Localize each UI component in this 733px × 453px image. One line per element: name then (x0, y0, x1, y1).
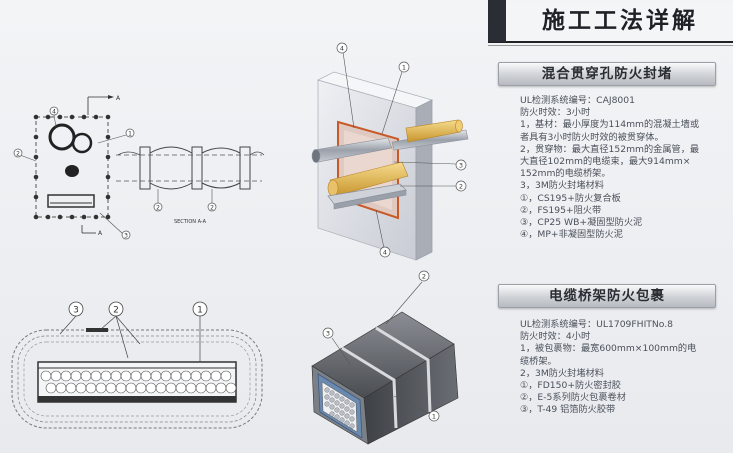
tray-outline (47, 194, 95, 208)
cable-bundle (65, 165, 79, 177)
callout-label: 1 (402, 64, 406, 72)
text-line: 大直径102mm的电缆束，最大914mm× (520, 156, 691, 168)
title-rule (488, 45, 733, 46)
cable-row-top (40, 370, 232, 382)
title-accent-bar (488, 0, 506, 42)
tray-body (37, 361, 237, 403)
section-view: 2 2 SECTION A-A (116, 146, 265, 225)
text-line: ④，MP+非凝固型防火泥 (520, 229, 623, 241)
section2-text: UL检测系统编号：UL1709FHITNo.8 防火时效：4小时 1，被包裹物：… (520, 319, 725, 417)
text-line: 2，贯穿物：最大直径152mm的金属管，最 (520, 143, 700, 155)
callout-label: 4 (340, 45, 344, 53)
callout-label: 3 (459, 162, 463, 170)
text-line: ②，FS195+阻火带 (520, 204, 602, 216)
wall-side (415, 99, 433, 261)
callout-label: 2 (459, 183, 463, 191)
callout-label: 3 (124, 233, 128, 240)
section1-heading: 混合贯穿孔防火封堵 (498, 62, 716, 86)
text-line: ①，CS195+防火复合板 (520, 192, 621, 204)
foil-tape-bands (341, 326, 432, 429)
callout-label: 2 (156, 205, 160, 212)
callout-label: 2 (210, 205, 214, 212)
callout-label: 4 (52, 109, 56, 116)
section1-text: UL检测系统编号：CAJ8001 防火时效：3小时 1，基材：最小厚度为114m… (520, 95, 725, 241)
wall-penetration-3d: 4 1 3 2 4 (311, 42, 469, 261)
text-line: 1，被包裹物：最宽600mm×100mm的电 (520, 343, 697, 355)
cable-ends (324, 387, 355, 429)
pipe-ring-large (48, 123, 76, 151)
text-line: ③，T-49 铝箔防火胶带 (520, 404, 616, 416)
callout-label: 2 (113, 306, 119, 316)
callout-label: 2 (16, 151, 20, 158)
text-line: 1，基材：最小厚度为114mm的混凝土墙或 (520, 119, 700, 131)
text-line: 防火时效：3小时 (520, 107, 591, 119)
text-line: UL检测系统编号：UL1709FHITNo.8 (520, 319, 673, 330)
page-title: 施工工法详解 (542, 8, 698, 34)
text-line: 缆桥架。 (520, 355, 557, 367)
callout-label: 1 (197, 306, 203, 316)
text-line: ①，FD150+防火密封胶 (520, 380, 621, 392)
text-line: ③，CP25 WB+凝固型防火泥 (520, 217, 643, 229)
cable-row-bottom (45, 382, 237, 394)
section-marker: A (116, 95, 121, 102)
callout-label: 1 (128, 131, 132, 138)
text-line: 3，3M防火封堵材料 (520, 180, 604, 192)
pipe-ring-small (71, 132, 93, 154)
text-line: ②，E-5系列防火包裹卷材 (520, 392, 626, 404)
text-line: 2，3M防火封堵材料 (520, 367, 604, 379)
wrap-outer-layer (11, 329, 263, 429)
section-marker: A (98, 230, 103, 237)
foil-tape (86, 328, 108, 332)
anchor-dots (33, 114, 111, 220)
text-line: 者具有3小时防火时效的被贯穿体。 (520, 131, 664, 143)
tray-wrap-3d: 2 3 1 (311, 270, 459, 445)
section2-heading: 电缆桥架防火包裹 (498, 284, 716, 308)
title-band (488, 3, 733, 43)
penetration-plan-drawing: A A 4 1 2 3 2 (13, 95, 265, 240)
callout-label: 1 (432, 413, 436, 421)
tray-wrap-section: 3 2 1 (11, 301, 263, 429)
callout-label: 3 (73, 306, 79, 316)
text-line: 152mm的电缆桥架。 (520, 168, 611, 180)
text-line: UL检测系统编号：CAJ8001 (520, 95, 635, 106)
callout-label: 2 (422, 273, 426, 281)
callout-label: 4 (383, 249, 387, 257)
text-line: 防火时效：4小时 (520, 331, 591, 343)
callout-label: 3 (326, 330, 330, 338)
section-title: SECTION A-A (174, 219, 207, 225)
